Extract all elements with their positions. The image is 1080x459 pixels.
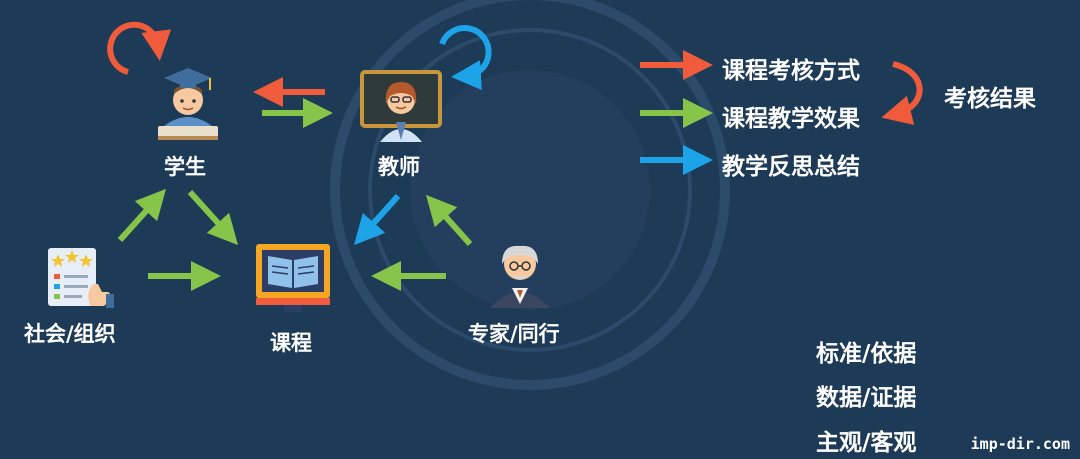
teacher-self-loop-arrow xyxy=(439,25,492,91)
teacher-at-blackboard-icon xyxy=(360,70,442,142)
expert-label: 专家/同行 xyxy=(468,322,560,346)
senior-expert-icon xyxy=(490,245,550,308)
society-label: 社会/组织 xyxy=(24,322,116,346)
seal-watermark xyxy=(330,0,730,390)
open-book-monitor-icon xyxy=(256,244,330,312)
criteria-item: 数据/证据 xyxy=(816,385,917,411)
teaching-effect-label: 课程教学效果 xyxy=(722,106,860,132)
teacher-to-course-arrow xyxy=(353,193,401,246)
criteria-item: 主观/客观 xyxy=(816,430,917,456)
graduate-student-icon xyxy=(158,68,218,140)
expert-to-teacher-arrow xyxy=(425,194,473,247)
rated-checklist-icon xyxy=(48,248,114,308)
student-to-course-arrow xyxy=(187,189,239,246)
assessment-result-label: 考核结果 xyxy=(944,86,1036,112)
criteria-item: 标准/依据 xyxy=(816,341,917,367)
course-label: 课程 xyxy=(270,331,312,355)
assessment-method-label: 课程考核方式 xyxy=(722,58,860,84)
teacher-label: 教师 xyxy=(378,155,420,179)
student-label: 学生 xyxy=(164,155,206,179)
society-to-student-arrow xyxy=(117,188,167,243)
reflection-label: 教学反思总结 xyxy=(722,154,860,180)
student-self-loop-arrow xyxy=(107,21,172,75)
watermark-text: imp-dir.com xyxy=(970,435,1070,453)
assessment-result-curve-arrow xyxy=(881,61,923,125)
